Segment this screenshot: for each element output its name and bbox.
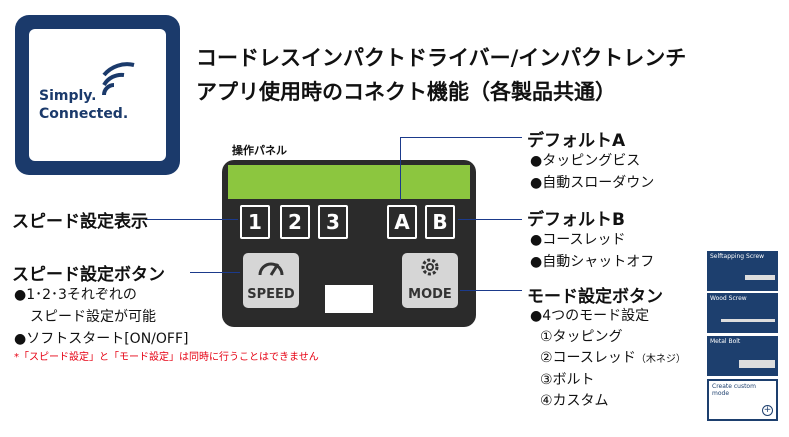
speed-button-label: スピード設定ボタン — [12, 265, 165, 285]
title-line-2: アプリ使用時のコネクト機能（各製品共通） — [196, 80, 616, 104]
speed-1: 1 — [240, 205, 270, 239]
mode-card-bolt[interactable]: Metal Bolt — [707, 336, 778, 376]
default-a-list: ●タッピングビス●自動スローダウン — [530, 153, 655, 191]
title-line-1: コードレスインパクトドライバー/インパクトレンチ — [196, 46, 687, 70]
simply-connected-logo: Simply.Connected. — [15, 15, 180, 175]
mode-title: モード設定ボタン — [527, 287, 663, 307]
control-panel: 1 2 3 A B SPEED MODE — [222, 160, 476, 327]
speed-bullets: ●1･2･3それぞれのスピード設定が可能●ソフトスタート[ON/OFF] — [14, 287, 189, 347]
bolt-icon — [739, 360, 775, 368]
blank-indicator — [325, 285, 373, 313]
default-a: A — [387, 205, 417, 239]
connector — [145, 219, 238, 220]
plus-icon: + — [762, 405, 773, 416]
speedometer-icon — [258, 262, 284, 276]
speed-display-label: スピード設定表示 — [12, 212, 148, 232]
mode-card-selftapping[interactable]: Selftapping Screw — [707, 251, 778, 291]
speed-3: 3 — [318, 205, 348, 239]
connector — [400, 137, 522, 138]
connector — [190, 272, 240, 273]
gear-icon — [421, 258, 439, 276]
default-b: B — [425, 205, 455, 239]
speed-button[interactable]: SPEED — [243, 253, 299, 308]
wifi-icon — [102, 62, 135, 96]
connector — [400, 137, 401, 200]
panel-label: 操作パネル — [232, 144, 287, 157]
default-b-list: ●コースレッド●自動シャットオフ — [530, 232, 655, 270]
default-a-title: デフォルトA — [527, 131, 626, 151]
mode-card-custom[interactable]: Create custom mode+ — [707, 379, 778, 421]
connector — [460, 290, 522, 291]
mode-button[interactable]: MODE — [402, 253, 458, 308]
mode-list: ●4つのモード設定 ①タッピング ②コースレッド（木ネジ） ③ボルト ④カスタム — [530, 308, 686, 409]
default-b-title: デフォルトB — [527, 210, 625, 230]
connector — [458, 219, 522, 220]
mode-card-wood[interactable]: Wood Screw — [707, 293, 778, 333]
note: *「スピード設定」と「モード設定」は同時に行うことはできません — [14, 352, 319, 363]
screw-icon — [745, 275, 775, 280]
display-bar — [228, 165, 470, 199]
screw-icon — [721, 319, 775, 322]
speed-2: 2 — [280, 205, 310, 239]
